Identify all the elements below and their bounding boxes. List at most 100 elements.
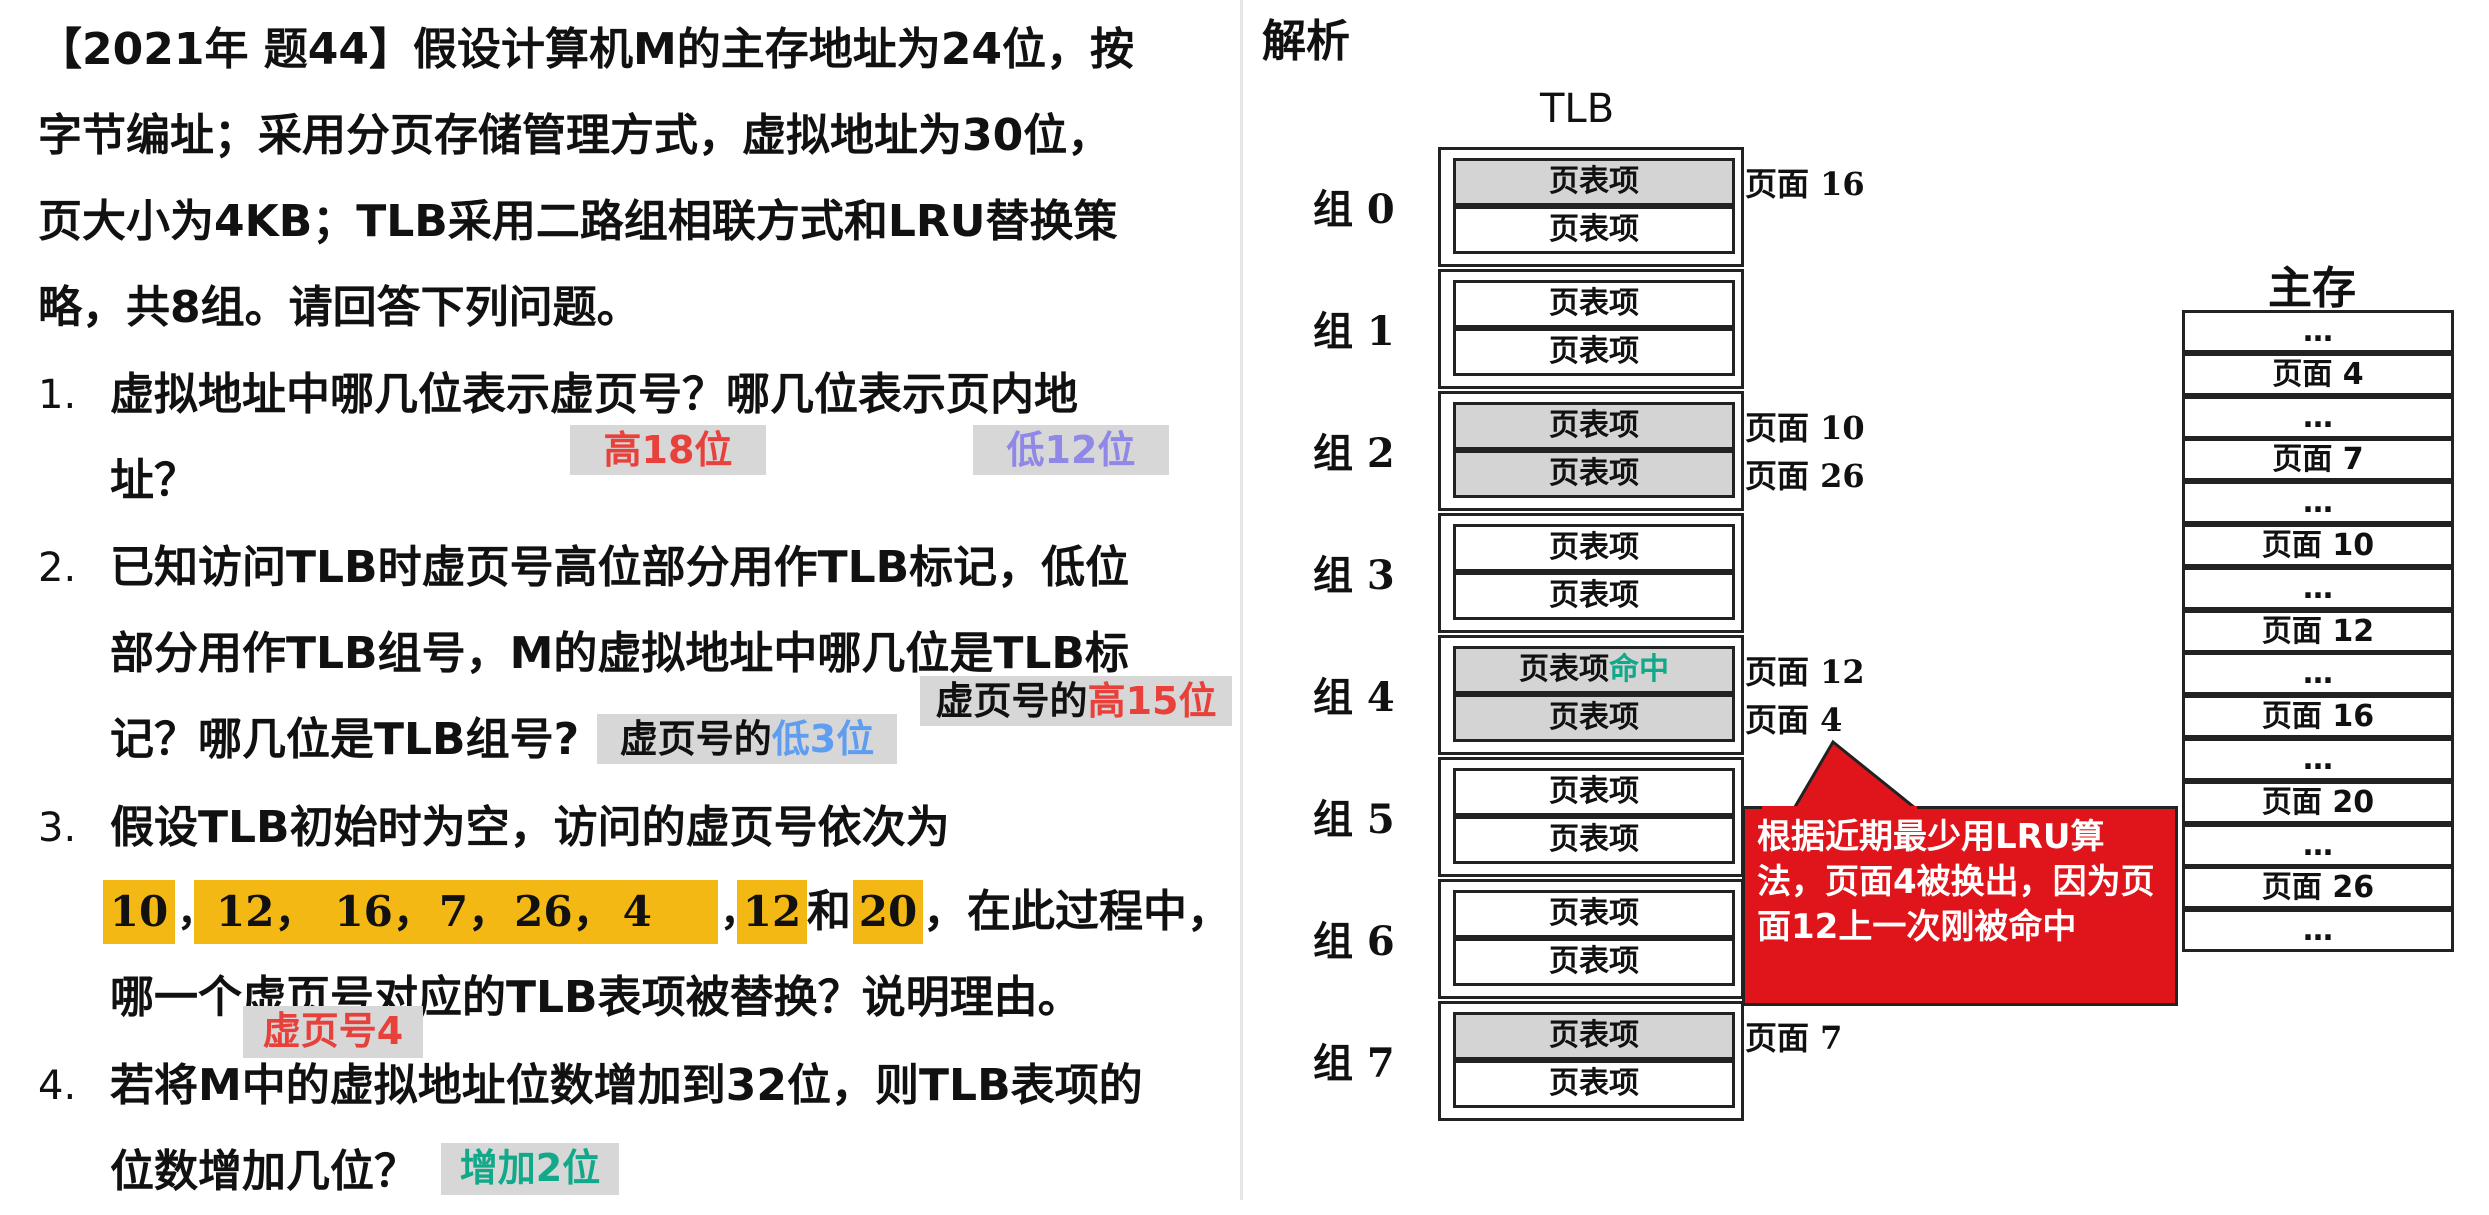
q2-answer-group-prefix: 虚页号的 — [619, 717, 772, 761]
q2-number: 2. — [38, 545, 77, 591]
tlb-group-box: 页表项页表项 — [1438, 513, 1744, 633]
tlb-entry: 页表项 — [1453, 768, 1735, 816]
q4-number: 4. — [38, 1063, 77, 1109]
tlb-entry-label: 页表项 — [1549, 896, 1639, 931]
tlb-entry-label: 页表项 — [1519, 652, 1609, 687]
group-label: 组 1 — [1313, 308, 1395, 355]
q4-line-1: 若将M中的虚拟地址位数增加到32位，则TLB表项的 — [110, 1060, 1143, 1111]
callout-text: 根据近期最少用LRU算法，页面4被换出，因为页面12上一次刚被命中 — [1757, 817, 2155, 947]
memory-page: 页面 4 — [2182, 353, 2454, 396]
memory-ellipsis: … — [2182, 567, 2454, 610]
q3-seq-16: 16， — [334, 887, 435, 936]
q3-seq-20: 20 — [853, 880, 923, 944]
panel-divider — [1240, 0, 1243, 1200]
memory-ellipsis: … — [2182, 481, 2454, 524]
tlb-entry: 页表项命中 — [1453, 646, 1735, 694]
q2-line-1: 已知访问TLB时虚页号高位部分用作TLB标记，低位 — [110, 542, 1130, 593]
q1-answer-high: 高18位 — [570, 425, 766, 475]
q2-line-3: 记？哪几位是TLB组号? — [110, 714, 580, 765]
callout-box: 根据近期最少用LRU算法，页面4被换出，因为页面12上一次刚被命中 — [1742, 806, 2178, 1006]
tlb-page-label: 页面 12 — [1745, 653, 1865, 691]
memory-page: 页面 7 — [2182, 438, 2454, 481]
tlb-entry-label: 页表项 — [1549, 286, 1639, 321]
memory-page: 页面 12 — [2182, 610, 2454, 653]
tlb-entry: 页表项 — [1453, 402, 1735, 450]
q2-answer-group: 虚页号的低3位 — [597, 714, 897, 764]
tlb-page-label: 页面 16 — [1745, 165, 1865, 203]
q1-number: 1. — [38, 372, 77, 418]
tlb-entry-label: 页表项 — [1549, 164, 1639, 199]
question-line-3: 页大小为4KB；TLB采用二路组相联方式和LRU替换策 — [38, 196, 1118, 247]
tlb-entry: 页表项 — [1453, 206, 1735, 254]
q2-line-2: 部分用作TLB组号，M的虚拟地址中哪几位是TLB标 — [110, 628, 1129, 679]
tlb-entry: 页表项 — [1453, 328, 1735, 376]
group-label: 组 5 — [1313, 796, 1395, 843]
tlb-entry-label: 页表项 — [1549, 700, 1639, 735]
group-label: 组 2 — [1313, 430, 1395, 477]
tlb-entry-label: 页表项 — [1549, 822, 1639, 857]
analysis-title: 解析 — [1262, 16, 1350, 67]
q3-number: 3. — [38, 805, 77, 851]
group-label: 组 0 — [1313, 186, 1395, 233]
tlb-entry-label: 页表项 — [1549, 1018, 1639, 1053]
q4-line-2: 位数增加几位？ — [110, 1146, 418, 1197]
tlb-group-box: 页表项页表项 — [1438, 1001, 1744, 1121]
memory-page: 页面 26 — [2182, 866, 2454, 909]
q3-seq-10: 10 — [103, 880, 175, 944]
tlb-group-box: 页表项页表项 — [1438, 269, 1744, 389]
tlb-entry: 页表项 — [1453, 1060, 1735, 1108]
tlb-entry-label: 页表项 — [1549, 944, 1639, 979]
tlb-entry-label: 页表项 — [1549, 530, 1639, 565]
memory-ellipsis: … — [2182, 652, 2454, 695]
question-line-4: 略，共8组。请回答下列问题。 — [38, 282, 641, 333]
tlb-entry: 页表项 — [1453, 450, 1735, 498]
q3-answer: 虚页号4 — [243, 1006, 423, 1058]
q3-seq-12b: 12 — [737, 880, 807, 944]
q3-seq-4: 4 — [622, 887, 652, 936]
group-label: 组 7 — [1313, 1040, 1395, 1087]
group-label: 组 3 — [1313, 552, 1395, 599]
q3-seq-7: 7， — [438, 887, 511, 936]
tlb-entry: 页表项 — [1453, 524, 1735, 572]
tlb-entry-label: 页表项 — [1549, 578, 1639, 613]
q2-answer-tag: 虚页号的高15位 — [920, 676, 1232, 726]
tlb-entry: 页表项 — [1453, 572, 1735, 620]
hit-label: 命中 — [1609, 652, 1669, 687]
q2-answer-tag-value: 高15位 — [1087, 679, 1217, 723]
tlb-entry-label: 页表项 — [1549, 212, 1639, 247]
tlb-entry-label: 页表项 — [1549, 408, 1639, 443]
tlb-entry-label: 页表项 — [1549, 334, 1639, 369]
tlb-page-label: 页面 10 — [1745, 409, 1865, 447]
callout-seam — [1762, 806, 1917, 812]
q3-and: 和 — [807, 886, 851, 937]
tlb-title: TLB — [1540, 86, 1615, 132]
memory-column: …页面 4…页面 7…页面 10…页面 12…页面 16…页面 20…页面 26… — [2182, 310, 2454, 952]
q2-answer-group-value: 低3位 — [771, 717, 875, 761]
group-label: 组 6 — [1313, 918, 1395, 965]
tlb-entry: 页表项 — [1453, 890, 1735, 938]
q3-line-1: 假设TLB初始时为空，访问的虚页号依次为 — [110, 802, 950, 853]
q4-answer: 增加2位 — [441, 1143, 619, 1195]
tlb-page-label: 页面 4 — [1745, 701, 1843, 739]
q3-seq-26: 26， — [514, 887, 615, 936]
q3-seq-12: 12， — [216, 887, 317, 936]
tlb-entry-label: 页表项 — [1549, 774, 1639, 809]
q1-line-1: 虚拟地址中哪几位表示虚页号？哪几位表示页内地 — [110, 369, 1078, 420]
memory-page: 页面 16 — [2182, 695, 2454, 738]
tlb-page-label: 页面 7 — [1745, 1019, 1843, 1057]
q1-line-2: 址？ — [110, 455, 198, 506]
tlb-entry: 页表项 — [1453, 938, 1735, 986]
question-line-1: 【2021年 题44】假设计算机M的主存地址为24位，按 — [38, 24, 1135, 75]
tlb-entry-label: 页表项 — [1549, 1066, 1639, 1101]
tlb-group-box: 页表项命中页表项 — [1438, 635, 1744, 755]
question-line-2: 字节编址；采用分页存储管理方式，虚拟地址为30位， — [38, 110, 1112, 161]
memory-page: 页面 20 — [2182, 781, 2454, 824]
tlb-group-box: 页表项页表项 — [1438, 391, 1744, 511]
memory-ellipsis: … — [2182, 909, 2454, 952]
tlb-group-box: 页表项页表项 — [1438, 147, 1744, 267]
tlb-group-box: 页表项页表项 — [1438, 757, 1744, 877]
tlb-group-box: 页表项页表项 — [1438, 879, 1744, 999]
memory-title: 主存 — [2268, 263, 2356, 314]
memory-ellipsis: … — [2182, 396, 2454, 439]
